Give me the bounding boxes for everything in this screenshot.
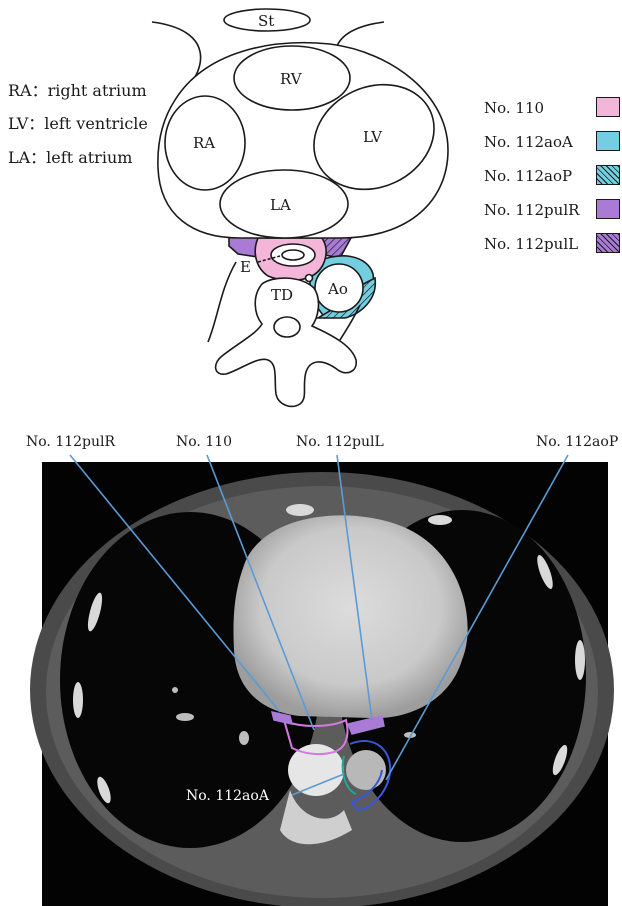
thoracic-duct <box>306 275 313 282</box>
legend-label: No. 112aoP <box>484 167 572 185</box>
label-rv: RV <box>280 70 303 88</box>
legend-swatch-112pulR <box>596 199 620 219</box>
legend-swatch-112aoP <box>596 165 620 185</box>
label-lv: LV <box>363 128 383 146</box>
legend-label: No. 110 <box>484 99 544 117</box>
abbr-la: LA：left atrium <box>8 144 132 168</box>
label-e: E <box>240 258 251 276</box>
legend-label: No. 112aoA <box>484 133 573 151</box>
legend-swatch-112pulL <box>596 233 620 253</box>
callout-112pulR: No. 112pulR <box>26 434 115 450</box>
ct-aorta <box>346 750 386 790</box>
legend-label: No. 112pulL <box>484 235 578 253</box>
legend-swatch-112aoA <box>596 131 620 151</box>
label-st: St <box>258 12 274 30</box>
callout-110: No. 110 <box>176 434 232 450</box>
legend-label: No. 112pulR <box>484 201 579 219</box>
abbr-ra: RA：right atrium <box>8 77 147 101</box>
label-td: TD <box>271 286 293 304</box>
abbr-lv: LV：left ventricle <box>8 110 148 134</box>
ct-heart <box>234 515 468 718</box>
label-ra: RA <box>193 134 215 152</box>
esophagus-inner <box>282 250 304 260</box>
paravertebral-left <box>208 262 236 342</box>
spinal-canal <box>274 317 300 337</box>
schematic-diagram <box>152 9 451 406</box>
callout-112aoP: No. 112aoP <box>536 434 618 450</box>
label-ao: Ao <box>327 280 348 298</box>
legend-swatch-110 <box>596 97 620 117</box>
callout-112aoA: No. 112aoA <box>186 788 269 804</box>
label-la: LA <box>270 196 291 214</box>
callout-112pulL: No. 112pulL <box>296 434 384 450</box>
